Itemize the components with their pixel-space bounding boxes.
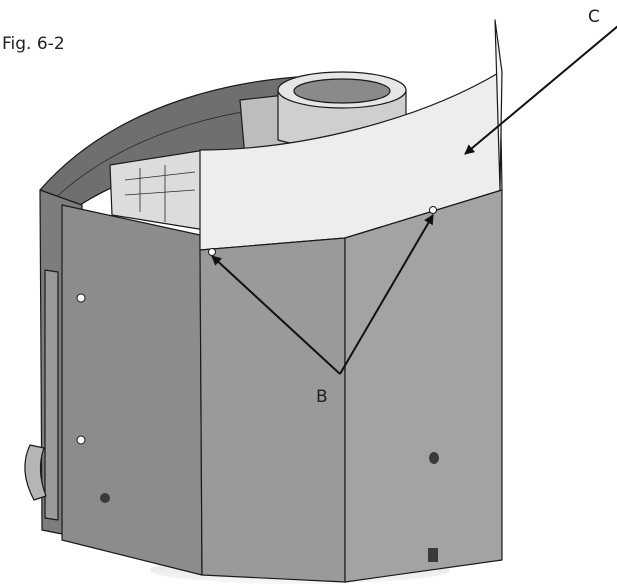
callout-label-b: B — [316, 387, 328, 407]
callout-arrow-b-right — [339, 214, 434, 375]
callout-arrow-c — [464, 25, 617, 155]
left-panel — [61, 204, 203, 576]
left-side-rail — [44, 269, 59, 521]
front-panel-right — [344, 189, 503, 583]
top-cover-back-edge — [494, 19, 503, 191]
screw-b-right — [429, 206, 437, 214]
left-bracket — [24, 444, 47, 501]
figure-caption: Fig. 6-2 — [2, 34, 65, 54]
left-panel-screw-lower — [76, 435, 86, 445]
bottom-notch — [428, 548, 438, 562]
flue-collar-opening — [293, 78, 391, 104]
callout-label-c: C — [588, 7, 600, 27]
left-panel-screw-upper — [76, 293, 86, 303]
screw-b-left — [208, 248, 216, 256]
left-panel-hole — [100, 493, 110, 503]
callout-arrow-b-left — [211, 255, 341, 375]
front-panel-left — [199, 237, 346, 583]
internal-detail-1 — [124, 165, 196, 222]
front-right-hole — [429, 452, 439, 464]
